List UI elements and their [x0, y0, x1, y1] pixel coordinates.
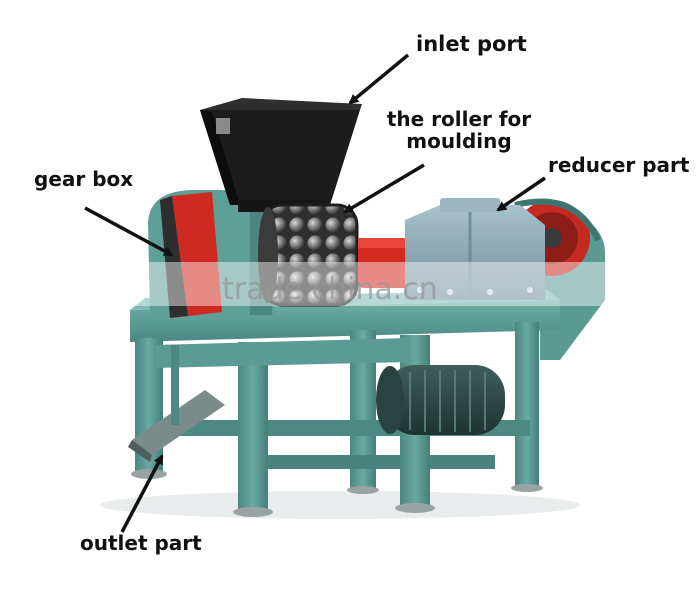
label-roller-line1: the roller for [386, 107, 532, 131]
ground-shadow [100, 491, 580, 519]
coupling [358, 238, 413, 288]
label-roller-line2: moulding [406, 129, 512, 153]
hopper [200, 98, 362, 212]
watermark: trade.china.cn [222, 272, 438, 307]
gear-box [148, 190, 275, 318]
arrow-inlet-port [348, 53, 410, 105]
label-outlet-part: outlet part [80, 531, 202, 555]
arrow-outlet [120, 454, 164, 533]
arrow-gear-box [84, 206, 174, 257]
label-inlet-port: inlet port [416, 32, 527, 56]
label-roller-for-moulding: the roller for moulding [384, 108, 534, 152]
watermark-band [130, 262, 610, 306]
moulding-rollers [258, 203, 359, 307]
reducer [405, 198, 545, 300]
label-reducer-part: reducer part [548, 153, 690, 177]
arrow-roller [343, 163, 425, 214]
arrow-reducer [496, 176, 546, 212]
outlet-chute [128, 345, 225, 462]
callout-arrows [84, 53, 546, 533]
electric-motor [376, 365, 505, 435]
label-gear-box: gear box [34, 167, 134, 191]
